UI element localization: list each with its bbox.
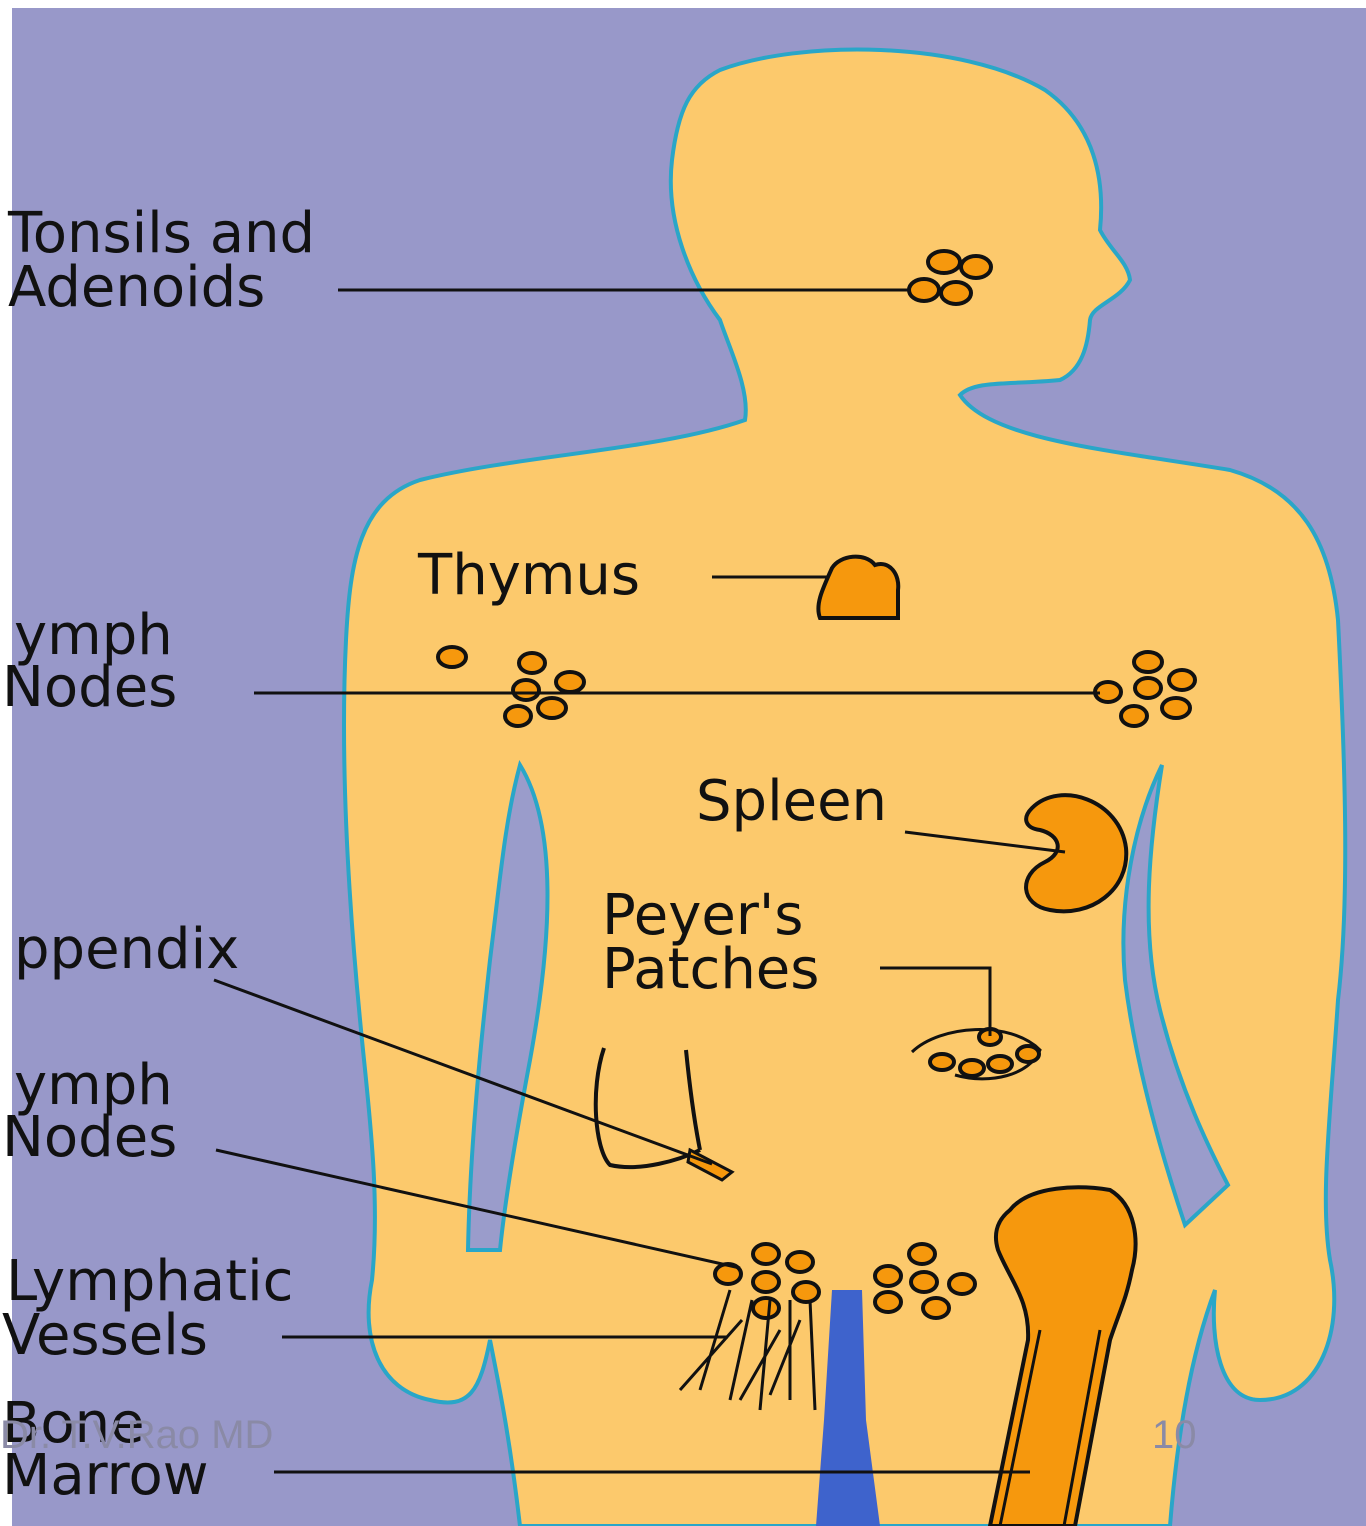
label-appendix: ppendix <box>14 917 239 982</box>
label-lymph-nodes-lower-line2: Nodes <box>2 1105 177 1170</box>
label-lymphatic-line2: Vessels <box>2 1303 208 1368</box>
label-tonsils-line2: Adenoids <box>8 255 265 320</box>
footer-author: Dr. T.V.Rao MD <box>0 1413 273 1457</box>
label-peyers-line2: Patches <box>602 937 819 1002</box>
label-thymus: Thymus <box>417 543 640 608</box>
footer-page-number: 10 <box>1152 1413 1197 1457</box>
label-spleen: Spleen <box>696 769 887 834</box>
label-lymph-nodes-upper-line2: Nodes <box>2 655 177 720</box>
